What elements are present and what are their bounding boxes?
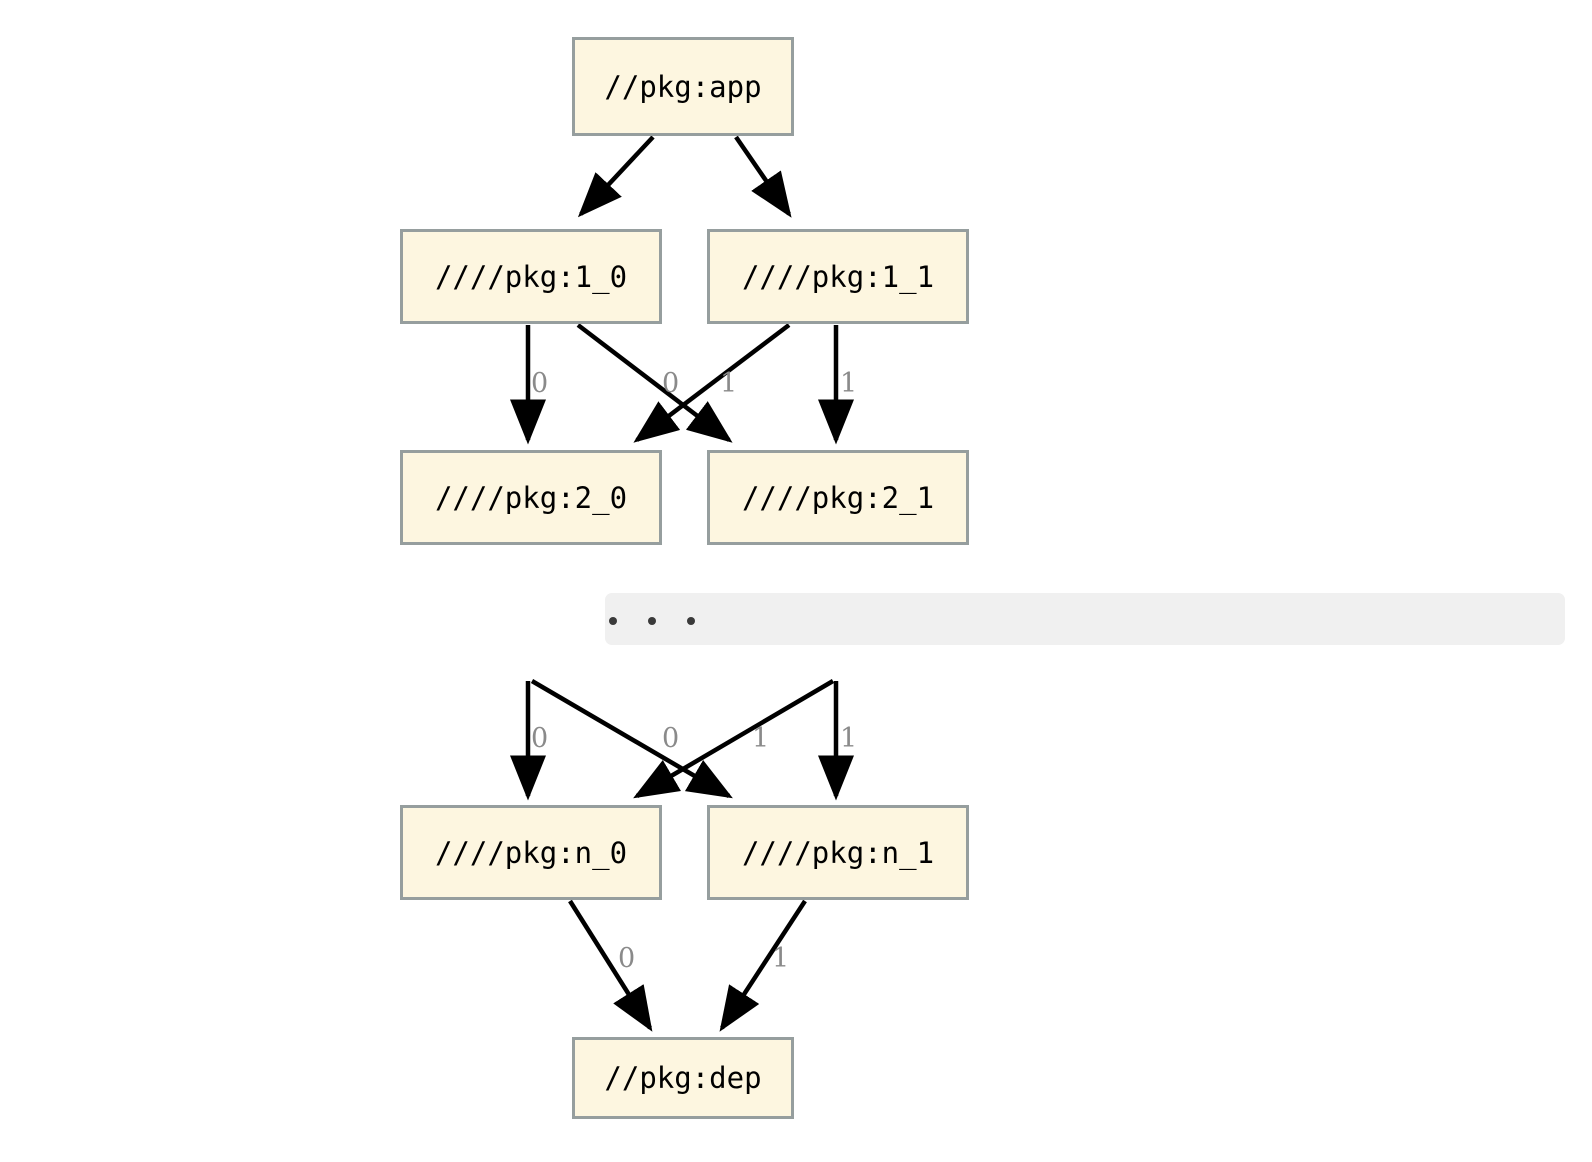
ellipsis-dot-icon	[687, 617, 695, 625]
truncation-ellipsis-band	[605, 593, 1565, 645]
edge-label-text: 0	[531, 723, 549, 754]
node-label: ////pkg:1_1	[741, 259, 935, 294]
edge-label-n_1-dep: 1	[772, 945, 789, 972]
node-label: ////pkg:2_0	[434, 480, 628, 515]
edge-n_1-to-dep	[719, 899, 807, 1032]
node-dep[interactable]: //pkg:dep	[572, 1037, 794, 1119]
edge-label-1_1-2_0: 1	[720, 370, 737, 397]
edge-label-text: 1	[772, 943, 790, 974]
node-pkg-n_0[interactable]: ////pkg:n_0	[400, 805, 662, 900]
edge-label-text: 0	[662, 723, 680, 754]
edge-n_0-to-dep	[568, 899, 653, 1032]
edge-1_0-to-2_1	[576, 323, 733, 443]
edge-label-trunc-n_0-cross: 1	[752, 725, 769, 752]
node-label: ////pkg:n_1	[741, 835, 935, 870]
node-pkg-1_1[interactable]: ////pkg:1_1	[707, 229, 969, 324]
edge-label-n_0-dep: 0	[618, 945, 635, 972]
node-label: //pkg:app	[604, 69, 762, 104]
edge-label-trunc-n_0: 0	[531, 725, 548, 752]
node-pkg-2_1[interactable]: ////pkg:2_1	[707, 450, 969, 545]
edge-label-1_1-2_1: 1	[840, 370, 857, 397]
node-app[interactable]: //pkg:app	[572, 37, 794, 136]
edge-app-to-1_0	[577, 135, 655, 218]
node-label: //pkg:dep	[604, 1061, 762, 1095]
edge-label-1_0-2_0: 0	[531, 370, 548, 397]
node-label: ////pkg:2_1	[741, 480, 935, 515]
edge-label-text: 0	[662, 368, 680, 399]
node-pkg-n_1[interactable]: ////pkg:n_1	[707, 805, 969, 900]
edge-label-text: 0	[531, 368, 549, 399]
edge-label-text: 1	[752, 723, 770, 754]
node-label: ////pkg:n_0	[434, 835, 628, 870]
ellipsis-dot-icon	[648, 617, 656, 625]
edge-truncated-to-n_1-cross	[530, 679, 733, 799]
edge-label-1_0-2_1: 0	[662, 370, 679, 397]
edge-truncated-to-n_0-cross	[633, 679, 835, 799]
edge-label-trunc-n_1: 1	[840, 725, 857, 752]
node-label: ////pkg:1_0	[434, 259, 628, 294]
edge-label-text: 1	[840, 723, 858, 754]
edge-label-text: 1	[840, 368, 858, 399]
edge-label-text: 1	[720, 368, 738, 399]
edge-label-trunc-n_1-cross: 0	[662, 725, 679, 752]
node-pkg-1_0[interactable]: ////pkg:1_0	[400, 229, 662, 324]
edge-1_1-to-2_0	[633, 323, 791, 443]
ellipsis-dot-icon	[609, 617, 617, 625]
node-pkg-2_0[interactable]: ////pkg:2_0	[400, 450, 662, 545]
edge-app-to-1_1	[734, 135, 792, 218]
edge-label-text: 0	[618, 943, 636, 974]
